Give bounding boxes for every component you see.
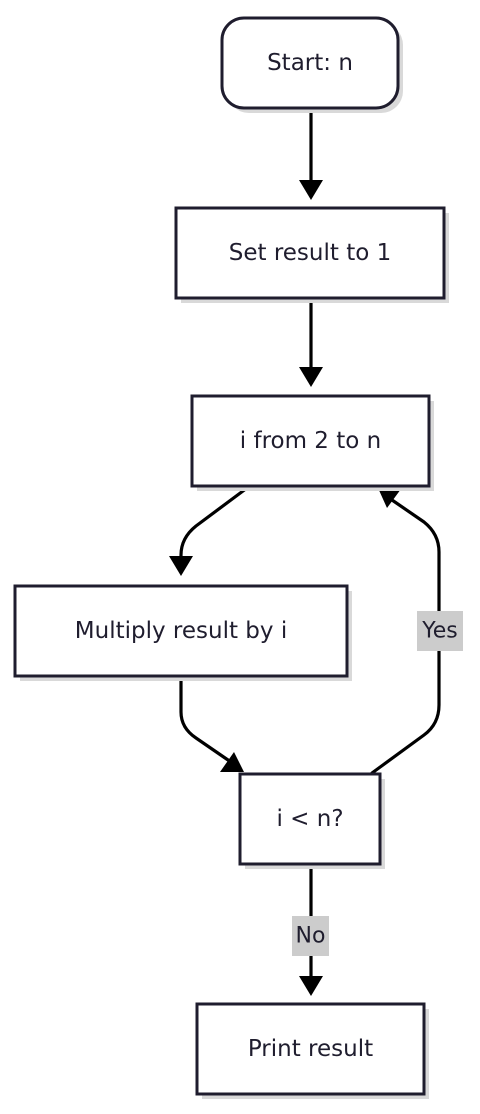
node-start-label: Start: n: [267, 50, 353, 76]
node-loop: i from 2 to n: [190, 394, 434, 491]
edge-label-no-text: No: [296, 924, 326, 949]
node-print: Print result: [195, 1002, 429, 1099]
edge-label-yes-text: Yes: [421, 619, 458, 644]
edge-start-to-set-result: [299, 106, 323, 200]
edge-label-yes: Yes: [417, 611, 463, 651]
edge-loop-to-multiply: [169, 486, 249, 576]
node-condition: i < n?: [238, 772, 385, 869]
edge-set-result-to-loop: [299, 296, 323, 387]
node-multiply: Multiply result by i: [13, 584, 352, 681]
node-start: Start: n: [220, 16, 403, 113]
edge-multiply-to-condition: [179, 675, 244, 772]
node-loop-label: i from 2 to n: [240, 428, 381, 454]
node-print-label: Print result: [248, 1036, 373, 1062]
edge-labels: Yes No: [292, 611, 463, 956]
node-multiply-label: Multiply result by i: [75, 618, 287, 644]
node-condition-label: i < n?: [276, 806, 343, 832]
nodes: Start: n Set result to 1 i from 2 to n M…: [13, 16, 449, 1099]
node-set-result: Set result to 1: [174, 206, 449, 303]
node-set-result-label: Set result to 1: [229, 240, 392, 266]
edge-label-no: No: [292, 916, 329, 956]
